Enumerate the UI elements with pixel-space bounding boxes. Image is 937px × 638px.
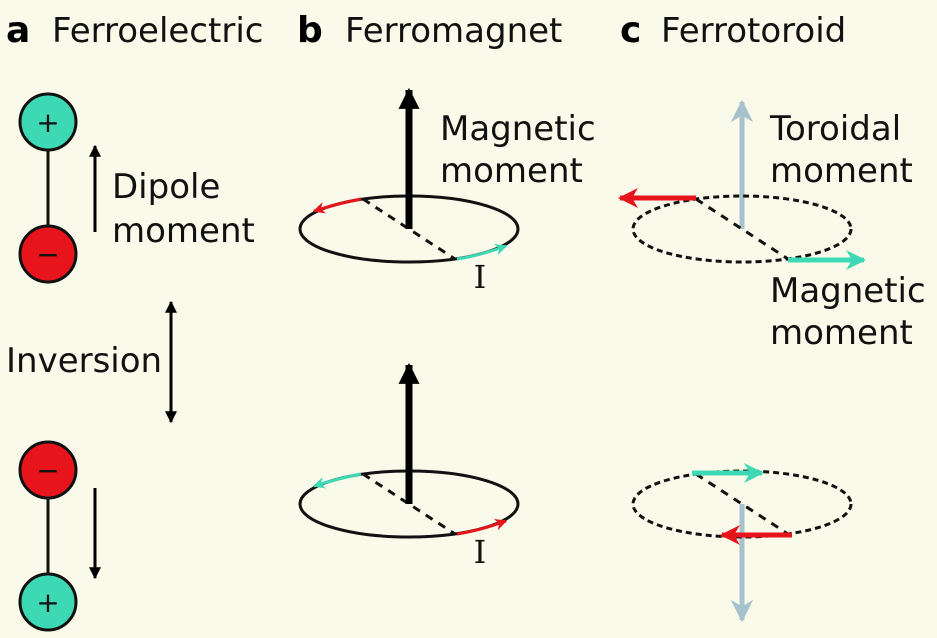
panel-b-letter: b [297, 10, 323, 51]
toroidal-label-line1: Toroidal [769, 109, 901, 149]
toroidal-loop [631, 194, 853, 264]
positive-charge [18, 92, 78, 152]
positive-charge [18, 572, 78, 632]
ferromagnet-bottom: I [298, 362, 520, 571]
current-arrow-red-icon [312, 197, 362, 214]
panel-b-heading: Ferromagnet [345, 11, 562, 51]
negative-charge [18, 224, 78, 284]
toroidal-loop [631, 469, 853, 539]
loop-diameter [362, 197, 456, 261]
current-label: I [474, 533, 487, 571]
panel-a-heading: Ferroelectric [52, 11, 263, 51]
ferrotoroid-bottom [631, 463, 853, 623]
inversion-label: Inversion [6, 341, 162, 381]
c-magnetic-label-line2: moment [770, 313, 913, 353]
loop-diameter [362, 472, 456, 536]
panel-b-title: b Ferromagnet [297, 10, 562, 51]
magnetic-label-line2: moment [440, 151, 583, 191]
panel-a-title: a Ferroelectric [6, 10, 263, 51]
ferromagnet-top: I [298, 87, 520, 296]
loop-diameter [695, 197, 789, 261]
dipole-top: + − [18, 92, 78, 284]
panel-a-letter: a [6, 10, 30, 51]
current-arrow-red-icon [456, 518, 508, 536]
dipole-label-line2: moment [112, 211, 255, 251]
minus-sign: − [36, 238, 59, 271]
current-arrow-cyan-icon [312, 472, 362, 489]
c-magnetic-label-line1: Magnetic [770, 271, 926, 311]
toroidal-label-line2: moment [770, 151, 913, 191]
dipole-label-line1: Dipole [112, 167, 220, 207]
ferrotoroid-top [618, 99, 866, 270]
negative-charge [18, 440, 78, 500]
plus-sign: + [36, 106, 59, 139]
current-arrow-cyan-icon [456, 243, 508, 261]
dipole-bottom: − + [18, 440, 78, 632]
panel-c-letter: c [620, 10, 641, 51]
plus-sign: + [36, 586, 59, 619]
loop-diameter [695, 472, 789, 536]
panel-c-title: c Ferrotoroid [620, 10, 846, 51]
current-label: I [474, 258, 487, 296]
minus-sign: − [36, 454, 59, 487]
panel-c-heading: Ferrotoroid [661, 11, 846, 51]
magnetic-label-line1: Magnetic [440, 109, 596, 149]
